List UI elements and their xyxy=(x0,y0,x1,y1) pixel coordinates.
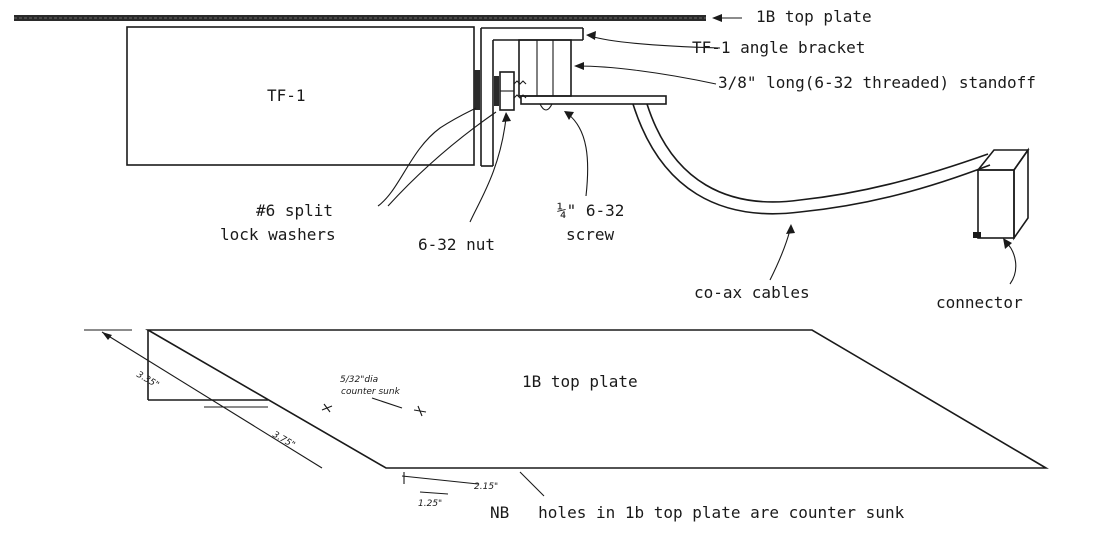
dim-arrow-top xyxy=(102,332,112,340)
dim-215-line xyxy=(401,475,479,485)
dim-125-line xyxy=(419,491,449,495)
hole-leader xyxy=(371,397,403,409)
bracket-arrowhead xyxy=(586,31,596,40)
tf1-label: TF-1 xyxy=(267,86,306,105)
cable-plate xyxy=(520,95,667,105)
note-label: NB holes in 1b top plate are counter sun… xyxy=(490,503,905,522)
dim-215-label: 2.15" xyxy=(474,482,498,492)
screw-arrowhead xyxy=(564,111,574,120)
dim-375-label: 3.75" xyxy=(271,430,297,451)
coax-arrowhead xyxy=(786,224,795,234)
standoff-arrowhead xyxy=(574,62,584,70)
dim-line-left xyxy=(101,331,323,469)
screw-label-1: ¼" 6-32 xyxy=(557,201,624,220)
bracket-leader xyxy=(589,35,721,49)
top-plate-perspective xyxy=(145,329,1049,469)
lock-washers-label-1: #6 split xyxy=(256,201,333,220)
hole-2 xyxy=(413,405,427,417)
connector-leader xyxy=(1005,241,1017,285)
lock-washers-label-2: lock washers xyxy=(220,225,336,244)
nut xyxy=(499,71,515,111)
top-plate-label: 1B top plate xyxy=(756,7,872,26)
coax-leader xyxy=(769,229,791,281)
hole-countersunk-label: counter sunk xyxy=(341,387,401,397)
standoff xyxy=(518,39,572,97)
hole-1 xyxy=(321,403,333,413)
dim-125-label: 1.25" xyxy=(418,499,442,509)
standoff-leader xyxy=(577,65,717,85)
connector-label: connector xyxy=(936,293,1023,312)
nut-arrowhead xyxy=(502,112,511,122)
coax-label: co-ax cables xyxy=(694,283,810,302)
nut-label: 6-32 nut xyxy=(418,235,495,254)
coax-cable xyxy=(632,103,991,215)
standoff-label: 3/8" long(6-32 threaded) standoff xyxy=(718,73,1036,92)
top-plate-arrow xyxy=(712,14,742,22)
screw-leader xyxy=(567,113,589,197)
nut-leader xyxy=(469,117,507,223)
dim-215-leader xyxy=(519,471,545,497)
lock-washers xyxy=(474,70,499,110)
top-plate-lower-label: 1B top plate xyxy=(522,372,638,391)
angle-bracket-label: TF-1 angle bracket xyxy=(692,38,865,57)
connector xyxy=(973,147,1030,241)
screw-head xyxy=(539,103,553,111)
hole-dia-label: 5/32"dia xyxy=(340,375,378,385)
top-plate-bar xyxy=(14,15,706,21)
connector-arrowhead xyxy=(1003,238,1012,249)
washer-leader-1 xyxy=(377,107,477,207)
washer-leader-2 xyxy=(387,111,497,207)
screw-label-2: screw xyxy=(566,225,615,244)
angle-bracket xyxy=(480,27,584,167)
